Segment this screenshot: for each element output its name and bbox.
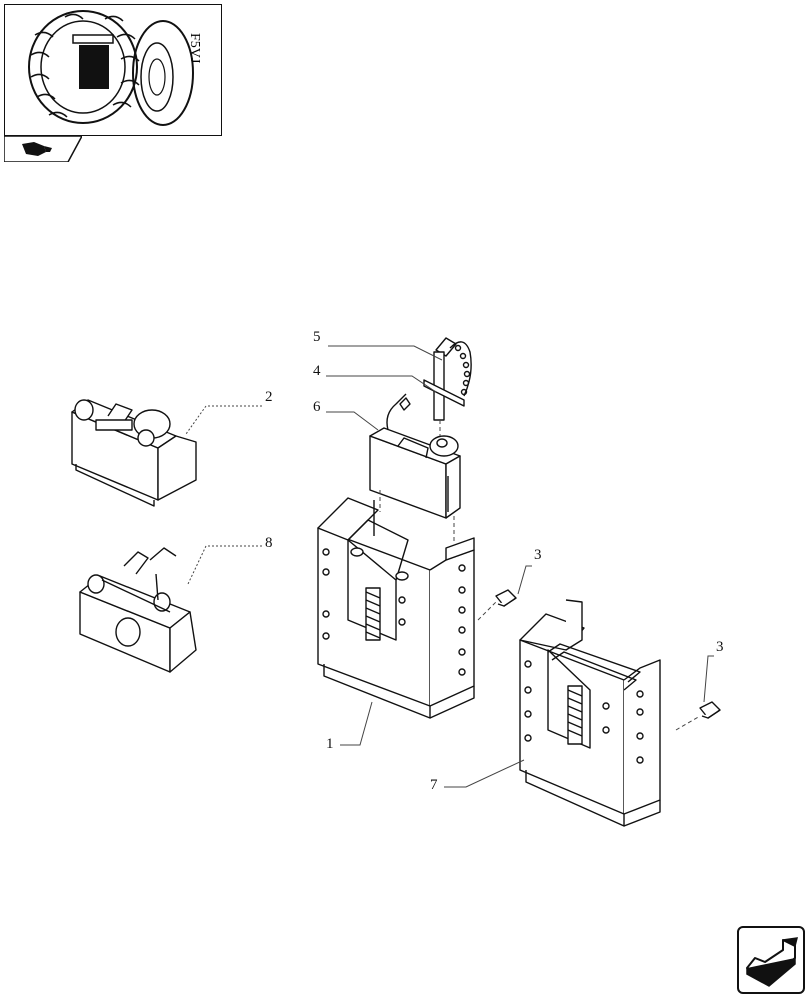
callout-6[interactable]: 6 bbox=[313, 399, 321, 415]
part-5-locking-pin[interactable] bbox=[423, 337, 472, 421]
callout-5[interactable]: 5 bbox=[313, 329, 321, 345]
part-8-clevis-hitch[interactable] bbox=[79, 547, 197, 673]
callout-8[interactable]: 8 bbox=[265, 535, 273, 551]
next-page-arrow-icon bbox=[746, 937, 798, 987]
callout-1[interactable]: 1 bbox=[326, 736, 334, 752]
callout-7[interactable]: 7 bbox=[430, 777, 438, 793]
callout-2[interactable]: 2 bbox=[265, 389, 273, 405]
tractor-wheel-thumbnail-icon: F5VJ bbox=[28, 10, 202, 126]
part-3-bolt-lower[interactable] bbox=[699, 701, 721, 719]
callout-4[interactable]: 4 bbox=[313, 363, 321, 379]
callout-3-lower[interactable]: 3 bbox=[716, 639, 724, 655]
thumbnail-label: F5VJ bbox=[187, 33, 202, 64]
locator-thumbnail[interactable]: F5VJ bbox=[4, 4, 222, 136]
part-3-bolt-upper[interactable] bbox=[495, 589, 517, 607]
part-2-hook-drawbar[interactable] bbox=[71, 399, 197, 507]
next-page-button[interactable] bbox=[737, 926, 805, 994]
hand-pointer-icon bbox=[22, 142, 52, 156]
part-1-hitch-carrier[interactable] bbox=[317, 497, 475, 719]
thumbnail-tab[interactable] bbox=[3, 135, 84, 163]
callout-3-upper[interactable]: 3 bbox=[534, 547, 542, 563]
leader-lines bbox=[185, 345, 714, 788]
part-6-hitch-hook[interactable] bbox=[369, 393, 461, 519]
part-7-hitch-carrier-alt[interactable] bbox=[519, 599, 661, 827]
